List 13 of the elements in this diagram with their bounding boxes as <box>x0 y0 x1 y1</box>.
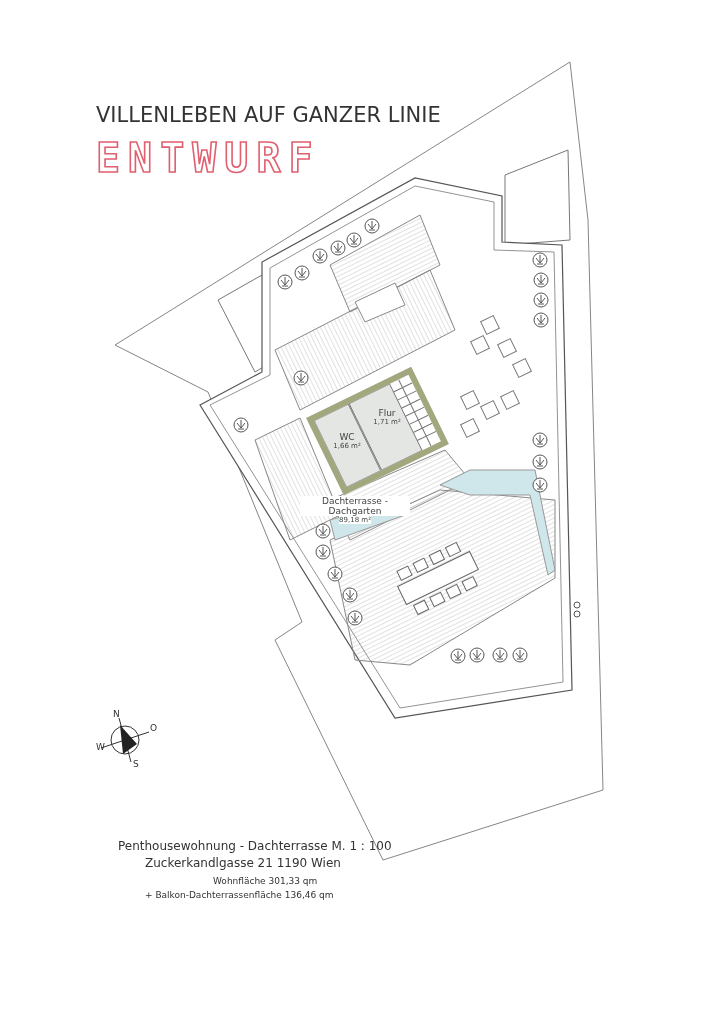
compass-letter: N <box>113 710 120 720</box>
address: Zuckerkandlgasse 21 1190 Wien <box>145 857 341 871</box>
compass-letter: S <box>133 760 139 770</box>
plan-title: Penthousewohnung - Dachterrasse M. 1 : 100 <box>118 840 392 854</box>
room-name: WC <box>339 432 355 442</box>
room-name: Flur <box>378 408 396 418</box>
compass-letter: O <box>150 724 158 734</box>
area-note: Wohnfläche 301,33 qm <box>213 877 318 887</box>
area-note: + Balkon-Dachterrassenfläche 136,46 qm <box>145 891 334 901</box>
title: VILLENLEBEN AUF GANZER LINIE <box>96 104 441 128</box>
compass-letter: W <box>96 743 105 753</box>
room-name: Dachterrasse - Dachgarten <box>300 496 410 516</box>
stamp-heading: ENTWURF <box>96 136 321 180</box>
